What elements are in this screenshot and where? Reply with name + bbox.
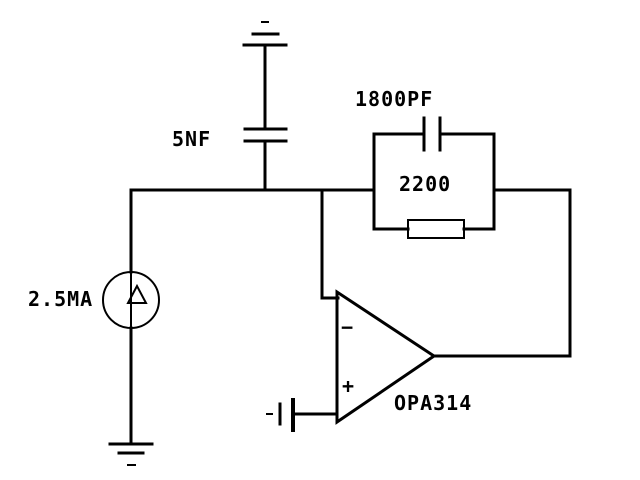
input-capacitor-label: 5NF: [172, 127, 211, 151]
op-amp-label: OPA314: [394, 391, 472, 415]
current-source: [102, 271, 160, 329]
top-ground-symbol: [242, 21, 288, 47]
bottom-ground-symbol: [108, 442, 154, 466]
bias-battery: [266, 398, 295, 432]
input-capacitor: [243, 127, 288, 143]
feedback-capacitor-label: 1800PF: [355, 87, 433, 111]
feedback-capacitor: [422, 116, 442, 152]
noninverting-input-sign: +: [342, 374, 354, 398]
feedback-resistor-label: 2200: [399, 172, 451, 196]
current-source-label: 2.5MA: [28, 287, 93, 311]
feedback-resistor: [407, 219, 465, 239]
feedback-network: [372, 132, 496, 231]
op-amp: [335, 289, 437, 425]
inverting-input-sign: −: [341, 315, 353, 339]
